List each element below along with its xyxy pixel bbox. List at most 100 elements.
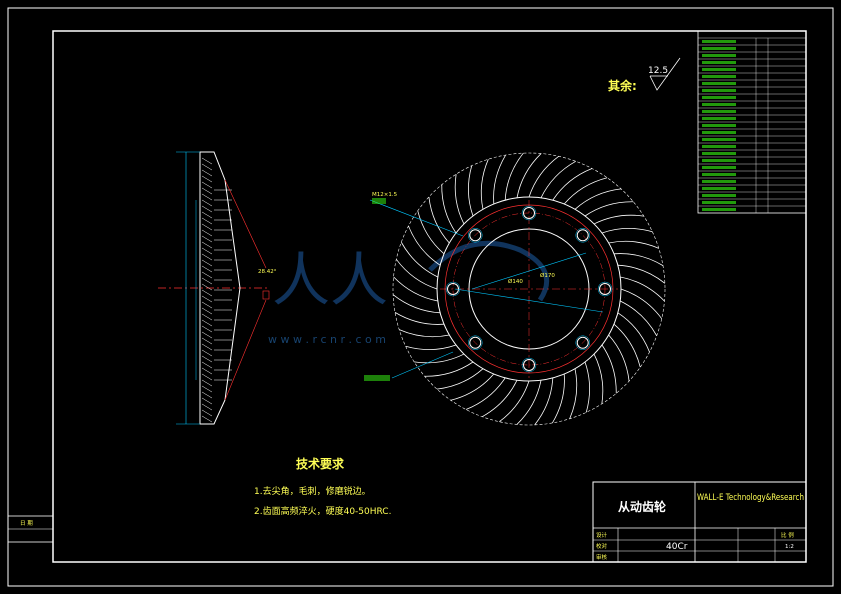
parameter-row-label <box>702 54 736 57</box>
parameter-row-label <box>702 117 736 120</box>
gear-tooth <box>569 368 578 419</box>
hatch-line <box>201 169 213 177</box>
hatch-line <box>201 379 213 387</box>
gear-tooth <box>468 165 474 217</box>
gear-tooth <box>620 300 658 336</box>
hatch-line <box>201 277 213 285</box>
parameter-row-label <box>702 201 736 204</box>
hatch-line <box>201 337 213 345</box>
parameter-row-label <box>702 194 736 197</box>
hatch-line <box>201 265 213 273</box>
hatch-line <box>201 223 213 231</box>
hatch-line <box>201 295 213 303</box>
thread-label: M12×1.5 <box>372 192 398 198</box>
watermark: 人人 w w w . r c n r . c o m <box>268 240 550 346</box>
hatch-line <box>201 373 213 381</box>
gear-tooth <box>620 288 663 319</box>
hatch-line <box>201 325 213 333</box>
scale-label: 比 例 <box>781 531 794 539</box>
left-block-label: 日 期 <box>20 520 33 527</box>
bolt-hole-thread <box>521 357 537 373</box>
hatch-line <box>201 247 213 255</box>
bolt-hole <box>447 283 459 295</box>
gear-teeth <box>392 152 666 426</box>
hatch-line <box>201 349 213 357</box>
bolt-hole <box>576 229 589 242</box>
hatch-line <box>201 307 213 315</box>
gear-tooth <box>395 259 438 290</box>
gear-tooth <box>552 373 565 424</box>
hatch-line <box>201 181 213 189</box>
parameter-row-label <box>702 82 736 85</box>
parameter-row-label <box>702 68 736 71</box>
company-name: WALL-E Technology&Research <box>697 493 804 503</box>
gear-tooth <box>593 353 604 404</box>
dim-label-1: Ø140 <box>508 278 523 285</box>
gear-tooth <box>499 380 530 423</box>
tech-title: 技术要求 <box>296 456 345 471</box>
sheet-border <box>7 7 834 587</box>
title-block: 从动齿轮 WALL-E Technology&Research 40Cr 设计 … <box>592 481 807 563</box>
hatch-line <box>201 343 213 351</box>
gear-tooth <box>504 152 524 201</box>
bolt-hole <box>523 207 535 219</box>
material: 40Cr <box>666 542 688 552</box>
bolt-hole-thread <box>521 205 537 221</box>
parameter-row-label <box>702 159 736 162</box>
watermark-url: w w w . r c n r . c o m <box>268 333 386 346</box>
gear-tooth <box>552 168 593 201</box>
parameter-row-label <box>702 96 736 99</box>
hatch-line <box>201 211 213 219</box>
hatch-line <box>201 367 213 375</box>
gear-tooth <box>613 253 664 266</box>
parameter-row-label <box>702 187 736 190</box>
gear-tooth <box>601 344 617 394</box>
root-circle <box>436 196 622 382</box>
gear-tooth <box>428 196 450 244</box>
gear-tooth <box>617 312 650 353</box>
hatch-line <box>201 385 213 393</box>
gear-tooth <box>408 225 441 266</box>
bolt-hole <box>523 359 535 371</box>
parameter-row-label <box>702 166 736 169</box>
hatch-line <box>201 187 213 195</box>
watermark-logo: 人人 <box>272 246 388 314</box>
surface-finish-label: 其余: <box>608 78 637 93</box>
tech-item-1: 1.去尖角，毛刺，修磨锐边。 <box>254 485 371 497</box>
hatch-line <box>201 235 213 243</box>
parameter-row-label <box>702 131 736 134</box>
gear-tooth <box>450 373 495 401</box>
hatch-line <box>201 205 213 213</box>
hatch-line <box>201 415 213 423</box>
gear-tooth <box>528 155 559 198</box>
parameter-row-label <box>702 40 736 43</box>
gear-tooth <box>393 276 438 302</box>
parameter-row-label <box>702 173 736 176</box>
gear-tooth <box>516 153 542 198</box>
side-view-outline <box>199 151 241 425</box>
hatch-line <box>201 199 213 207</box>
hatch-line <box>201 301 213 309</box>
hatch-line <box>201 391 213 399</box>
hatch-line <box>201 241 213 249</box>
parameter-table <box>697 30 807 214</box>
parameter-row-label <box>702 152 736 155</box>
tip-circle <box>392 152 666 426</box>
gear-tooth <box>414 353 465 364</box>
gear-tooth <box>436 368 484 390</box>
bolt-hole-thread <box>575 335 590 350</box>
parameter-row-label <box>702 61 736 64</box>
bolt-hole-thread <box>468 228 483 243</box>
gear-tooth <box>608 334 630 382</box>
gear-tooth <box>584 201 634 217</box>
dim-label-2: Ø170 <box>540 272 555 279</box>
hatch-line <box>201 283 213 291</box>
gear-tooth <box>405 344 457 350</box>
parameter-row-label <box>702 103 736 106</box>
gear-tooth <box>617 264 666 284</box>
gear-tooth <box>493 154 506 205</box>
gear-front-view: Ø140 Ø170 M12×1.5 <box>364 152 666 426</box>
gear-tooth <box>424 361 474 377</box>
hatch-line <box>201 331 213 339</box>
